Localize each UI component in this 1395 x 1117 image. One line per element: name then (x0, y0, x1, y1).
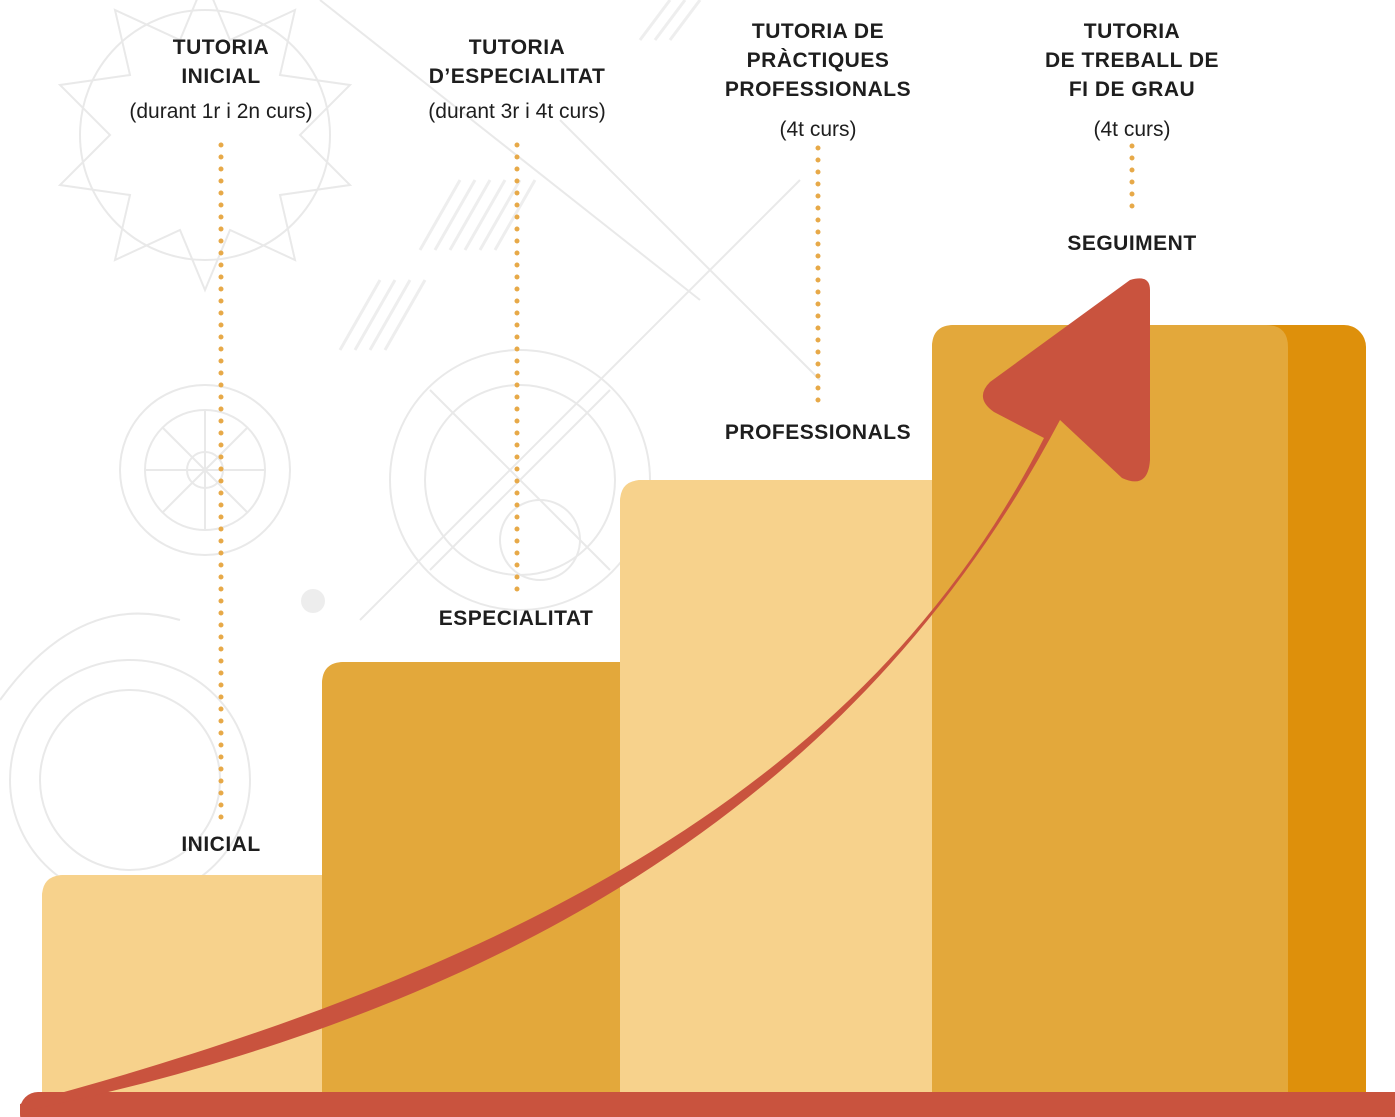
level-label-inicial: INICIAL (181, 833, 261, 856)
column-2-title: TUTORIA D’ESPECIALITAT (428, 36, 606, 88)
column-2-subtitle: (durant 3r i 4t curs) (428, 100, 606, 123)
column-1-title: TUTORIA INICIAL (172, 36, 270, 88)
step-3-face (620, 480, 990, 1117)
column-4-title: TUTORIA DE TREBALL DE FI DE GRAU (1044, 20, 1220, 101)
column-4-subtitle: (4t curs) (1093, 118, 1171, 141)
column-3-title: TUTORIA DE PRÀCTIQUES PROFESSIONALS (724, 20, 912, 101)
step-1-face (42, 875, 370, 1117)
level-label-professionals: PROFESSIONALS (724, 421, 912, 444)
level-label-especialitat: ESPECIALITAT (438, 607, 594, 630)
column-3-subtitle: (4t curs) (779, 118, 857, 141)
column-1-subtitle: (durant 1r i 2n curs) (129, 100, 313, 123)
ground-line (20, 1092, 1395, 1117)
level-label-seguiment: SEGUIMENT (1067, 232, 1197, 255)
step-2-face (322, 662, 656, 1117)
growth-arrow (20, 278, 1150, 1112)
